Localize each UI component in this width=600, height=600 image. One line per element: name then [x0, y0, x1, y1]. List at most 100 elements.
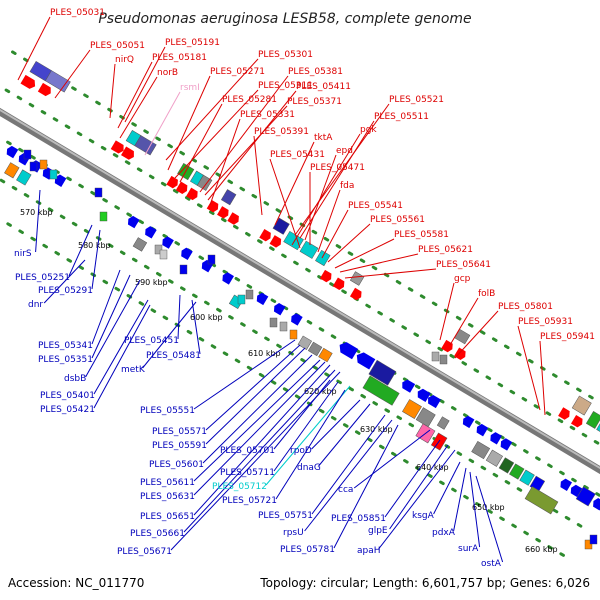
gene-arrow	[402, 379, 416, 393]
gene-block	[272, 217, 290, 235]
leader-line	[453, 467, 467, 532]
bottom-gene-label: PLES_05851	[331, 514, 386, 524]
genome-backbone	[0, 107, 600, 475]
bottom-gene-label: apaH	[357, 546, 381, 556]
gene-arrow-shape	[417, 388, 431, 402]
gene-arrow	[417, 388, 431, 402]
gene-block	[159, 249, 168, 260]
dotted-guide-line	[0, 217, 572, 561]
gene-block	[431, 351, 440, 362]
gene-block-shape	[283, 230, 304, 251]
gene-block	[402, 399, 422, 419]
gene-arrow	[6, 145, 19, 159]
gene-arrow	[593, 498, 600, 511]
gene-block-shape	[498, 457, 515, 474]
leader-line	[109, 63, 116, 119]
gene-arrow	[20, 74, 36, 89]
top-gene-label: PLES_05331	[240, 110, 295, 120]
gene-block	[45, 70, 71, 93]
gene-block	[575, 486, 596, 507]
leader-line	[174, 89, 259, 179]
leader-line	[205, 347, 306, 445]
gene-arrow-shape	[570, 484, 583, 498]
gene-block-shape	[454, 328, 471, 345]
gene-block-shape	[509, 463, 525, 480]
leader-line	[291, 133, 361, 246]
gene-block	[220, 189, 237, 206]
gene-block-shape	[196, 174, 213, 191]
gene-arrow	[121, 146, 134, 160]
top-gene-label: PLES_05801	[498, 302, 553, 312]
gene-arrow	[206, 199, 219, 213]
gene-block	[269, 317, 278, 328]
gene-block	[207, 254, 216, 265]
gene-arrow-shape	[273, 302, 286, 316]
bottom-gene-label: PLES_05721	[222, 496, 277, 506]
leader-line	[517, 325, 541, 411]
leader-line	[167, 75, 211, 171]
leader-line	[193, 364, 331, 516]
top-gene-label: PLES_05311	[258, 81, 313, 91]
leader-line	[294, 103, 390, 236]
gene-arrow-shape	[110, 140, 124, 154]
gene-block	[154, 244, 163, 255]
bottom-gene-label: nirS	[14, 249, 32, 259]
leader-line	[91, 229, 101, 290]
bottom-gene-label: ksgA	[412, 511, 435, 521]
leader-line	[475, 475, 504, 563]
gene-block	[589, 534, 598, 545]
gene-arrow-shape	[462, 415, 475, 429]
gene-block	[498, 457, 515, 474]
gene-block-shape	[571, 395, 592, 416]
gene-block-shape	[315, 249, 331, 267]
dotted-guide-line	[11, 50, 600, 405]
gene-arrow	[454, 347, 466, 360]
bottom-gene-label: dsbB	[64, 374, 86, 384]
gene-block-shape	[471, 440, 491, 460]
gene-block	[94, 187, 103, 198]
top-gene-label: PLES_05511	[374, 112, 429, 122]
bottom-gene-label: pdxA	[432, 528, 456, 538]
gene-arrow	[256, 292, 269, 306]
topology-label: Topology: circular; Length: 6,601,757 bp…	[260, 576, 590, 590]
top-gene-label: folB	[478, 289, 495, 299]
gene-block	[362, 375, 400, 406]
gene-block	[4, 162, 20, 179]
bottom-gene-label: glpE	[368, 526, 388, 536]
top-gene-label: PLES_05411	[296, 82, 351, 92]
gene-arrow-shape	[558, 407, 570, 420]
bottom-gene-label: PLES_05712	[212, 482, 267, 492]
leader-line	[311, 399, 361, 450]
gene-arrow-shape	[402, 379, 416, 393]
leader-line	[119, 76, 158, 139]
top-gene-label: gcp	[454, 274, 471, 284]
gene-arrow-shape	[428, 394, 441, 409]
leader-line	[85, 279, 141, 378]
leader-line	[334, 238, 395, 269]
kbp-tick-label: 600 kbp	[190, 313, 223, 322]
leader-line	[199, 75, 289, 193]
kbp-tick-label: 630 kbp	[360, 425, 393, 434]
gene-arrow	[217, 206, 229, 219]
dotted-guide-line	[0, 177, 589, 532]
gene-block	[245, 289, 254, 300]
top-gene-label: PLES_05281	[222, 95, 277, 105]
top-gene-label: PLES_05391	[254, 127, 309, 137]
kbp-tick-label: 590 kbp	[135, 278, 168, 287]
gene-block	[349, 271, 365, 286]
kbp-tick-label: 610 kbp	[248, 349, 281, 358]
leader-line	[91, 269, 121, 345]
leader-line	[449, 297, 479, 346]
leader-line	[339, 253, 419, 273]
gene-block-shape	[402, 399, 422, 419]
gene-block-shape	[299, 240, 319, 259]
gene-block-shape	[585, 411, 600, 429]
leader-line	[193, 359, 321, 482]
gene-arrow-shape	[175, 181, 188, 194]
leader-line	[304, 419, 393, 532]
bottom-gene-label: dnr	[28, 300, 43, 310]
gene-arrow-shape	[222, 272, 234, 285]
gene-block-shape	[485, 449, 503, 467]
top-gene-label: PLES_05031	[50, 8, 105, 18]
